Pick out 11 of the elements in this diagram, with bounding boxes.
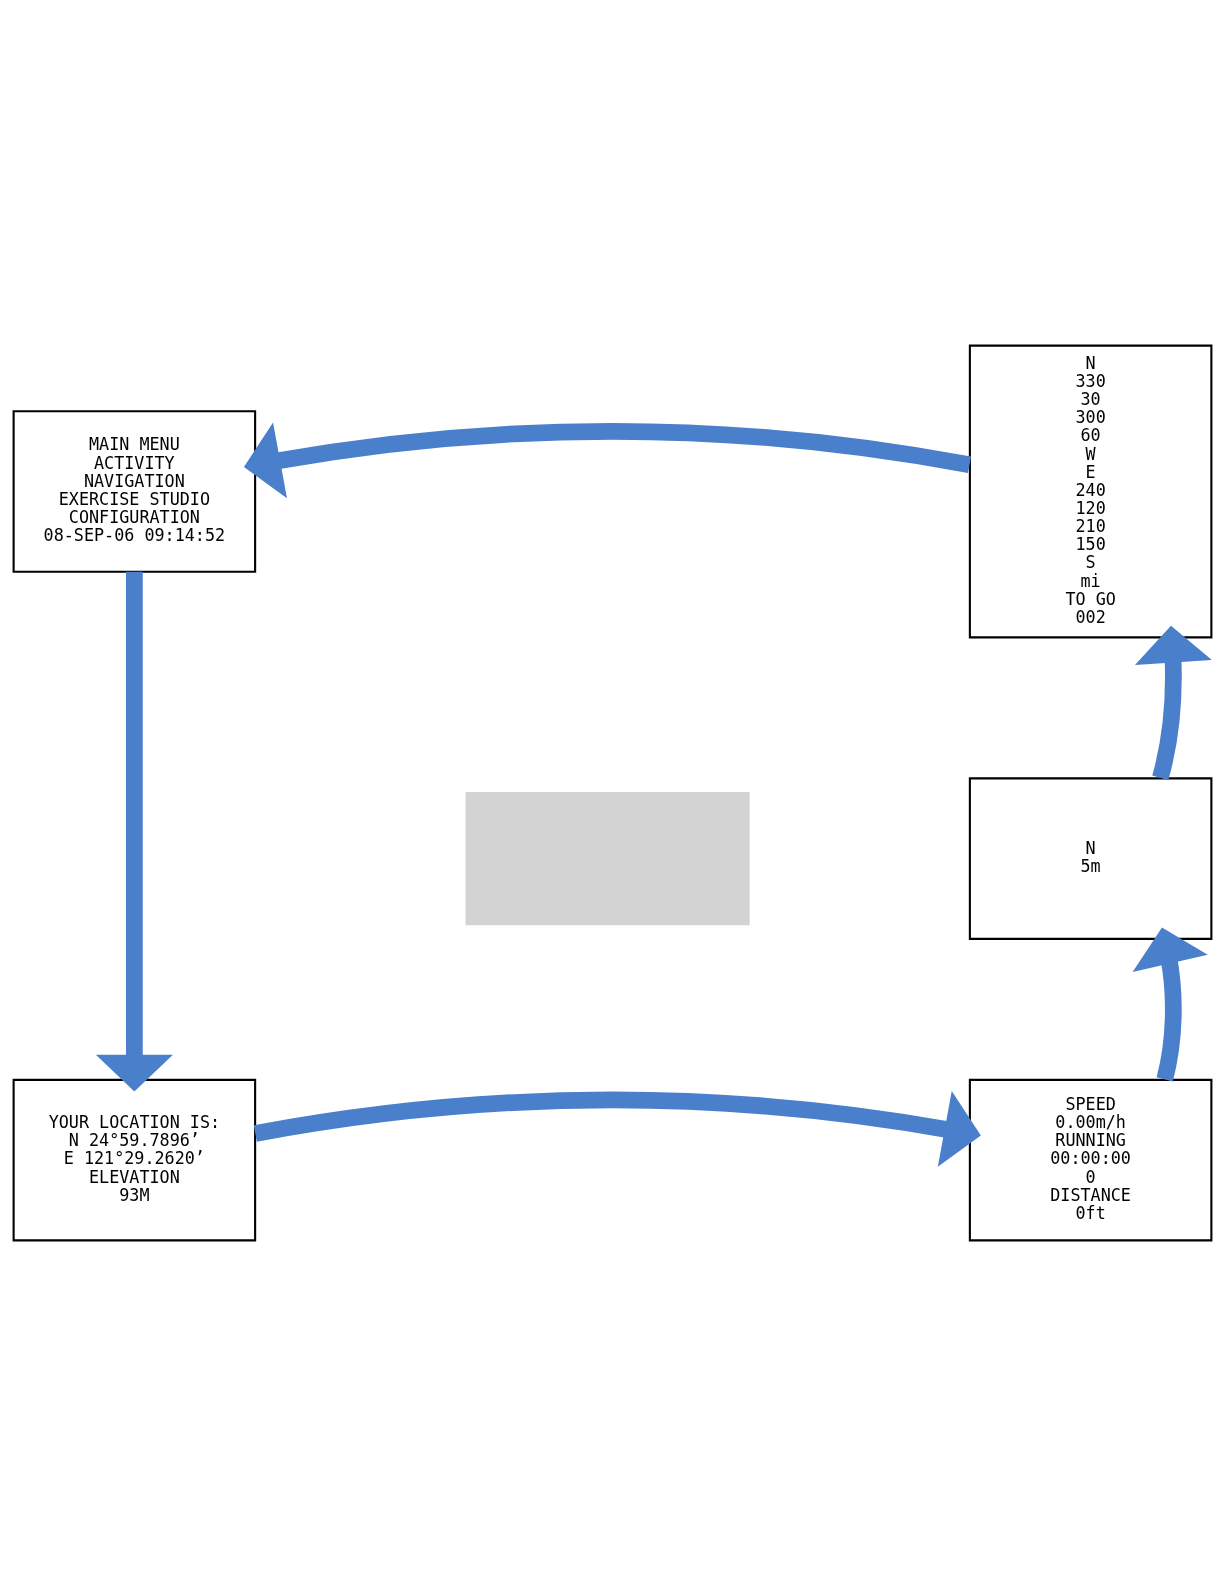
arrow bbox=[243, 421, 971, 498]
node-box: YOUR LOCATION IS: N 24°59.7896’ E 121°29.2620’ ELEVATION 93M bbox=[12, 1078, 257, 1241]
arrow bbox=[1132, 927, 1208, 1081]
node-box: N 330 30 300 60 W E 240 120 210 150 S mi TO GO 002 bbox=[968, 344, 1213, 638]
node-box: N 5m bbox=[968, 776, 1213, 940]
arrow bbox=[95, 571, 173, 1091]
node-box: MAIN MENU ACTIVITY NAVIGATION EXERCISE STUDIO CONFIGURATION 08-SEP-06 09:14:52 bbox=[12, 409, 257, 573]
node-box bbox=[465, 791, 750, 925]
arrow bbox=[1134, 625, 1212, 780]
arrow bbox=[253, 1090, 981, 1167]
node-box: SPEED 0.00m/h RUNNING 00:00:00 0 DISTANCE 0ft bbox=[968, 1078, 1213, 1241]
